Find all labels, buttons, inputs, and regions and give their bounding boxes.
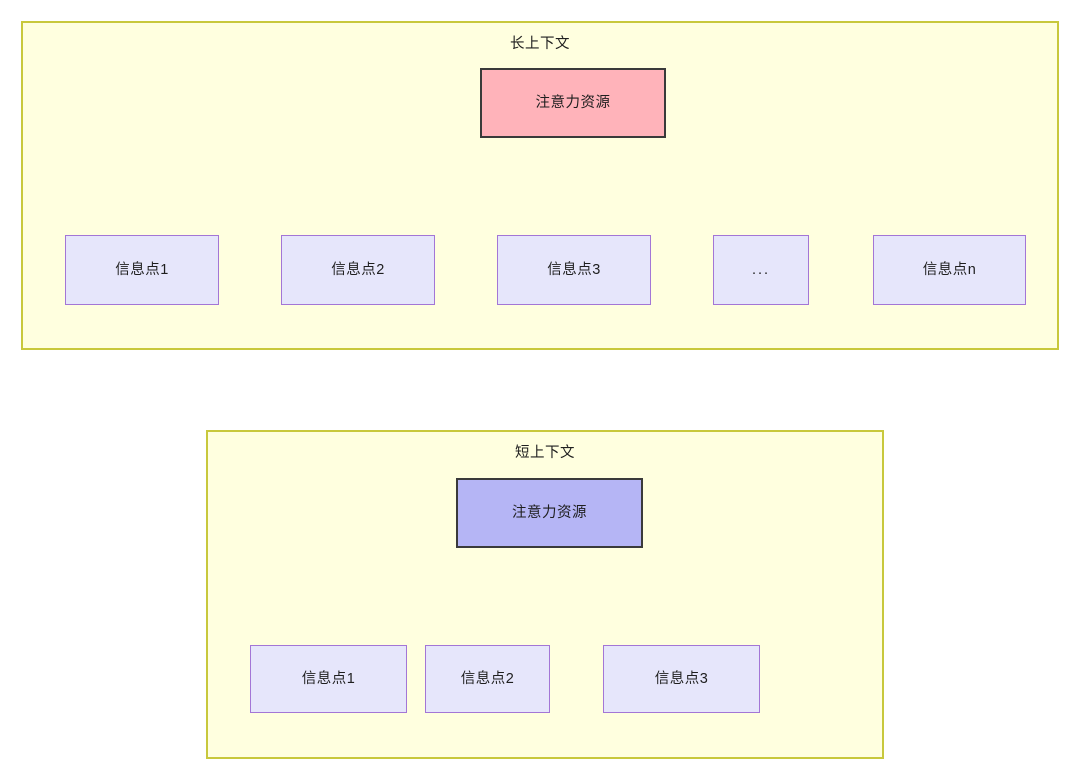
node-long-info-point-2[interactable]: 信息点2: [281, 235, 435, 305]
node-short-info-point-2-label: 信息点2: [460, 670, 515, 687]
node-long-info-point-2-label: 信息点2: [331, 261, 385, 278]
panel-short-context-title: 短上下文: [515, 445, 575, 461]
node-short-info-point-1-label: 信息点1: [301, 670, 356, 687]
node-short-info-point-3-label: 信息点3: [654, 670, 709, 687]
node-long-info-point-ellipsis[interactable]: ...: [713, 235, 809, 305]
node-short-attention-resource-label: 注意力资源: [512, 504, 587, 521]
node-long-info-point-1[interactable]: 信息点1: [65, 235, 219, 305]
node-long-info-point-3[interactable]: 信息点3: [497, 235, 651, 305]
node-long-attention-resource[interactable]: 注意力资源: [480, 68, 666, 138]
node-long-info-point-1-label: 信息点1: [115, 261, 169, 278]
node-long-info-point-n[interactable]: 信息点n: [873, 235, 1026, 305]
panel-long-context-title: 长上下文: [510, 36, 570, 52]
node-long-info-point-ellipsis-label: ...: [751, 261, 771, 278]
node-short-info-point-3[interactable]: 信息点3: [603, 645, 760, 713]
node-long-info-point-n-label: 信息点n: [922, 261, 977, 278]
node-short-info-point-1[interactable]: 信息点1: [250, 645, 407, 713]
node-short-info-point-2[interactable]: 信息点2: [425, 645, 550, 713]
node-long-info-point-3-label: 信息点3: [547, 261, 601, 278]
node-short-attention-resource[interactable]: 注意力资源: [456, 478, 643, 548]
node-long-attention-resource-label: 注意力资源: [535, 94, 611, 111]
